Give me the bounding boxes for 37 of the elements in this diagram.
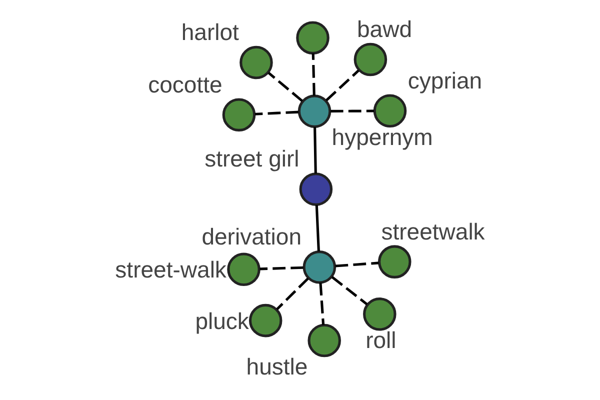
connector — [326, 70, 360, 102]
node-label: hustle — [246, 353, 308, 380]
node-label: bawd — [357, 16, 412, 42]
connector — [319, 282, 325, 326]
connector — [315, 204, 320, 252]
node-circle — [354, 42, 388, 76]
node-circle — [240, 46, 273, 80]
node-label: roll — [366, 326, 396, 353]
node-label: pluck — [195, 308, 249, 334]
connector — [268, 72, 303, 102]
node-label: street girl — [204, 146, 300, 172]
connector — [260, 266, 304, 270]
node-label: cocotte — [148, 71, 222, 98]
node-circle — [299, 172, 333, 206]
connector — [330, 110, 374, 112]
node-circle — [222, 98, 256, 132]
node-circle — [298, 94, 332, 128]
node-circle — [302, 250, 336, 284]
connector — [276, 278, 309, 310]
connector — [314, 127, 317, 174]
node-circle — [227, 252, 260, 286]
node-label: cyprian — [408, 67, 482, 94]
node-label: derivation — [202, 224, 302, 250]
node-circle — [296, 21, 330, 54]
node-circle — [373, 94, 407, 128]
node-label: harlot — [181, 18, 239, 45]
node-circle — [378, 245, 412, 278]
connector — [312, 53, 316, 96]
node-label: hypernym — [332, 124, 433, 150]
connector — [335, 262, 379, 268]
connector — [331, 276, 368, 306]
node-label: streetwalk — [381, 218, 485, 244]
node-circle — [363, 298, 396, 331]
node-label: street-walk — [115, 256, 226, 283]
connector — [254, 110, 299, 116]
node-circle — [308, 324, 341, 358]
node-circle — [248, 304, 282, 338]
